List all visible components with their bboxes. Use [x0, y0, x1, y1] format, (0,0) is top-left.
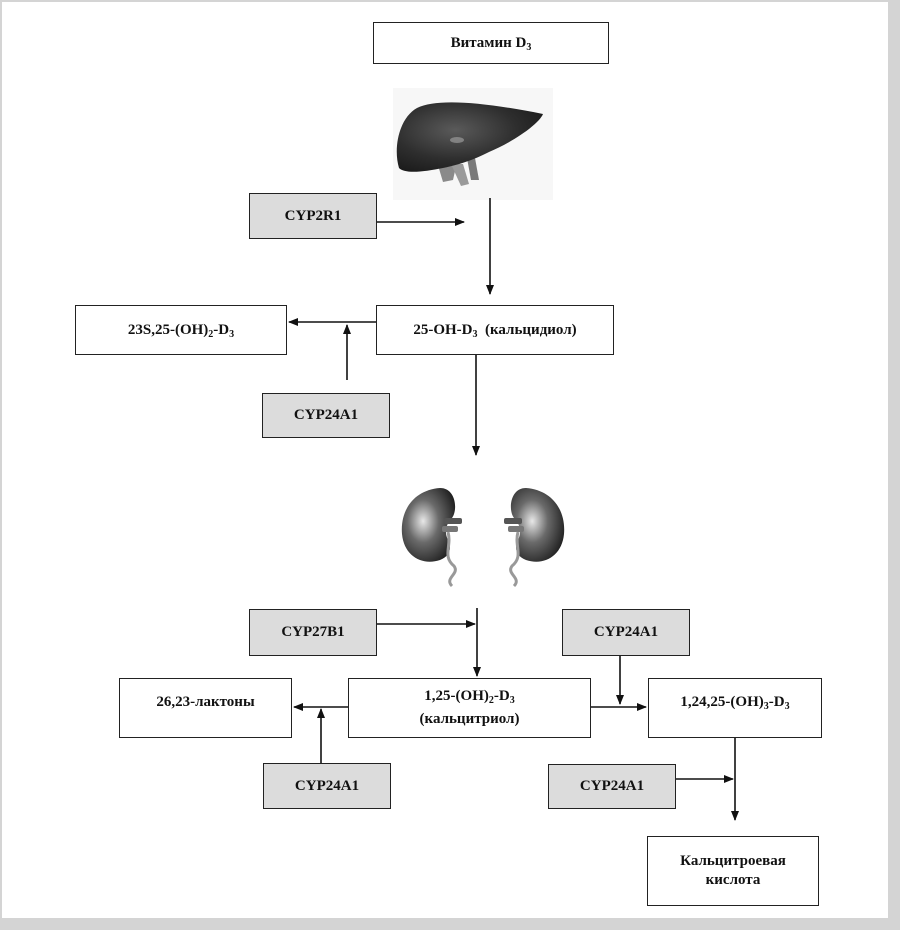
enzyme-cyp24a1-upper: CYP24A1	[262, 393, 390, 438]
enzyme-cyp27b1: CYP27B1	[249, 609, 377, 656]
right-kidney-icon	[504, 488, 565, 588]
kidneys-icon	[401, 488, 565, 588]
left-kidney-icon	[401, 488, 462, 588]
enzyme-cyp24a1-bottom-label: CYP24A1	[579, 778, 645, 795]
node-23s25-label: 23S,25-(OH)2-D3	[127, 321, 235, 340]
enzyme-cyp24a1-right-label: CYP24A1	[593, 624, 659, 641]
node-d12425-label: 1,24,25-(OH)3-D3	[680, 694, 790, 712]
node-calcitroic-line2: кислота	[705, 872, 761, 888]
node-calcitriol-line1: 1,25-(OH)2-D3	[424, 688, 515, 707]
node-calcidiol: 25-OH-D3 (кальцидиол)	[376, 305, 614, 355]
enzyme-cyp27b1-label: CYP27B1	[281, 624, 345, 641]
node-calcitriol-line2: (кальцитриол)	[419, 711, 520, 727]
liver-icon	[393, 88, 553, 200]
node-calcidiol-label: 25-OH-D3 (кальцидиол)	[413, 321, 577, 340]
node-calcitriol: 1,25-(OH)2-D3 (кальцитриол)	[348, 678, 591, 738]
enzyme-cyp2r1-label: CYP2R1	[284, 207, 342, 224]
enzyme-cyp24a1-lower: CYP24A1	[263, 763, 391, 809]
enzyme-cyp24a1-upper-label: CYP24A1	[293, 407, 359, 424]
node-vitamin-d3: Витамин D3	[373, 22, 609, 64]
node-calcitroic-line1: Кальцитроевая	[680, 853, 786, 870]
node-1-24-25-oh3-d3: 1,24,25-(OH)3-D3	[648, 678, 822, 738]
node-23s25-oh2-d3: 23S,25-(OH)2-D3	[75, 305, 287, 355]
node-calcitroic-acid: Кальцитроевая кислота	[647, 836, 819, 906]
enzyme-cyp2r1: CYP2R1	[249, 193, 377, 239]
enzyme-cyp24a1-bottom: CYP24A1	[548, 764, 676, 809]
enzyme-cyp24a1-lower-label: CYP24A1	[294, 777, 360, 794]
node-vitamin-d3-label: Витамин D3	[450, 34, 532, 53]
node-lactones-label: 26,23-лактоны	[156, 694, 255, 710]
node-lactones: 26,23-лактоны	[119, 678, 292, 738]
enzyme-cyp24a1-right: CYP24A1	[562, 609, 690, 656]
